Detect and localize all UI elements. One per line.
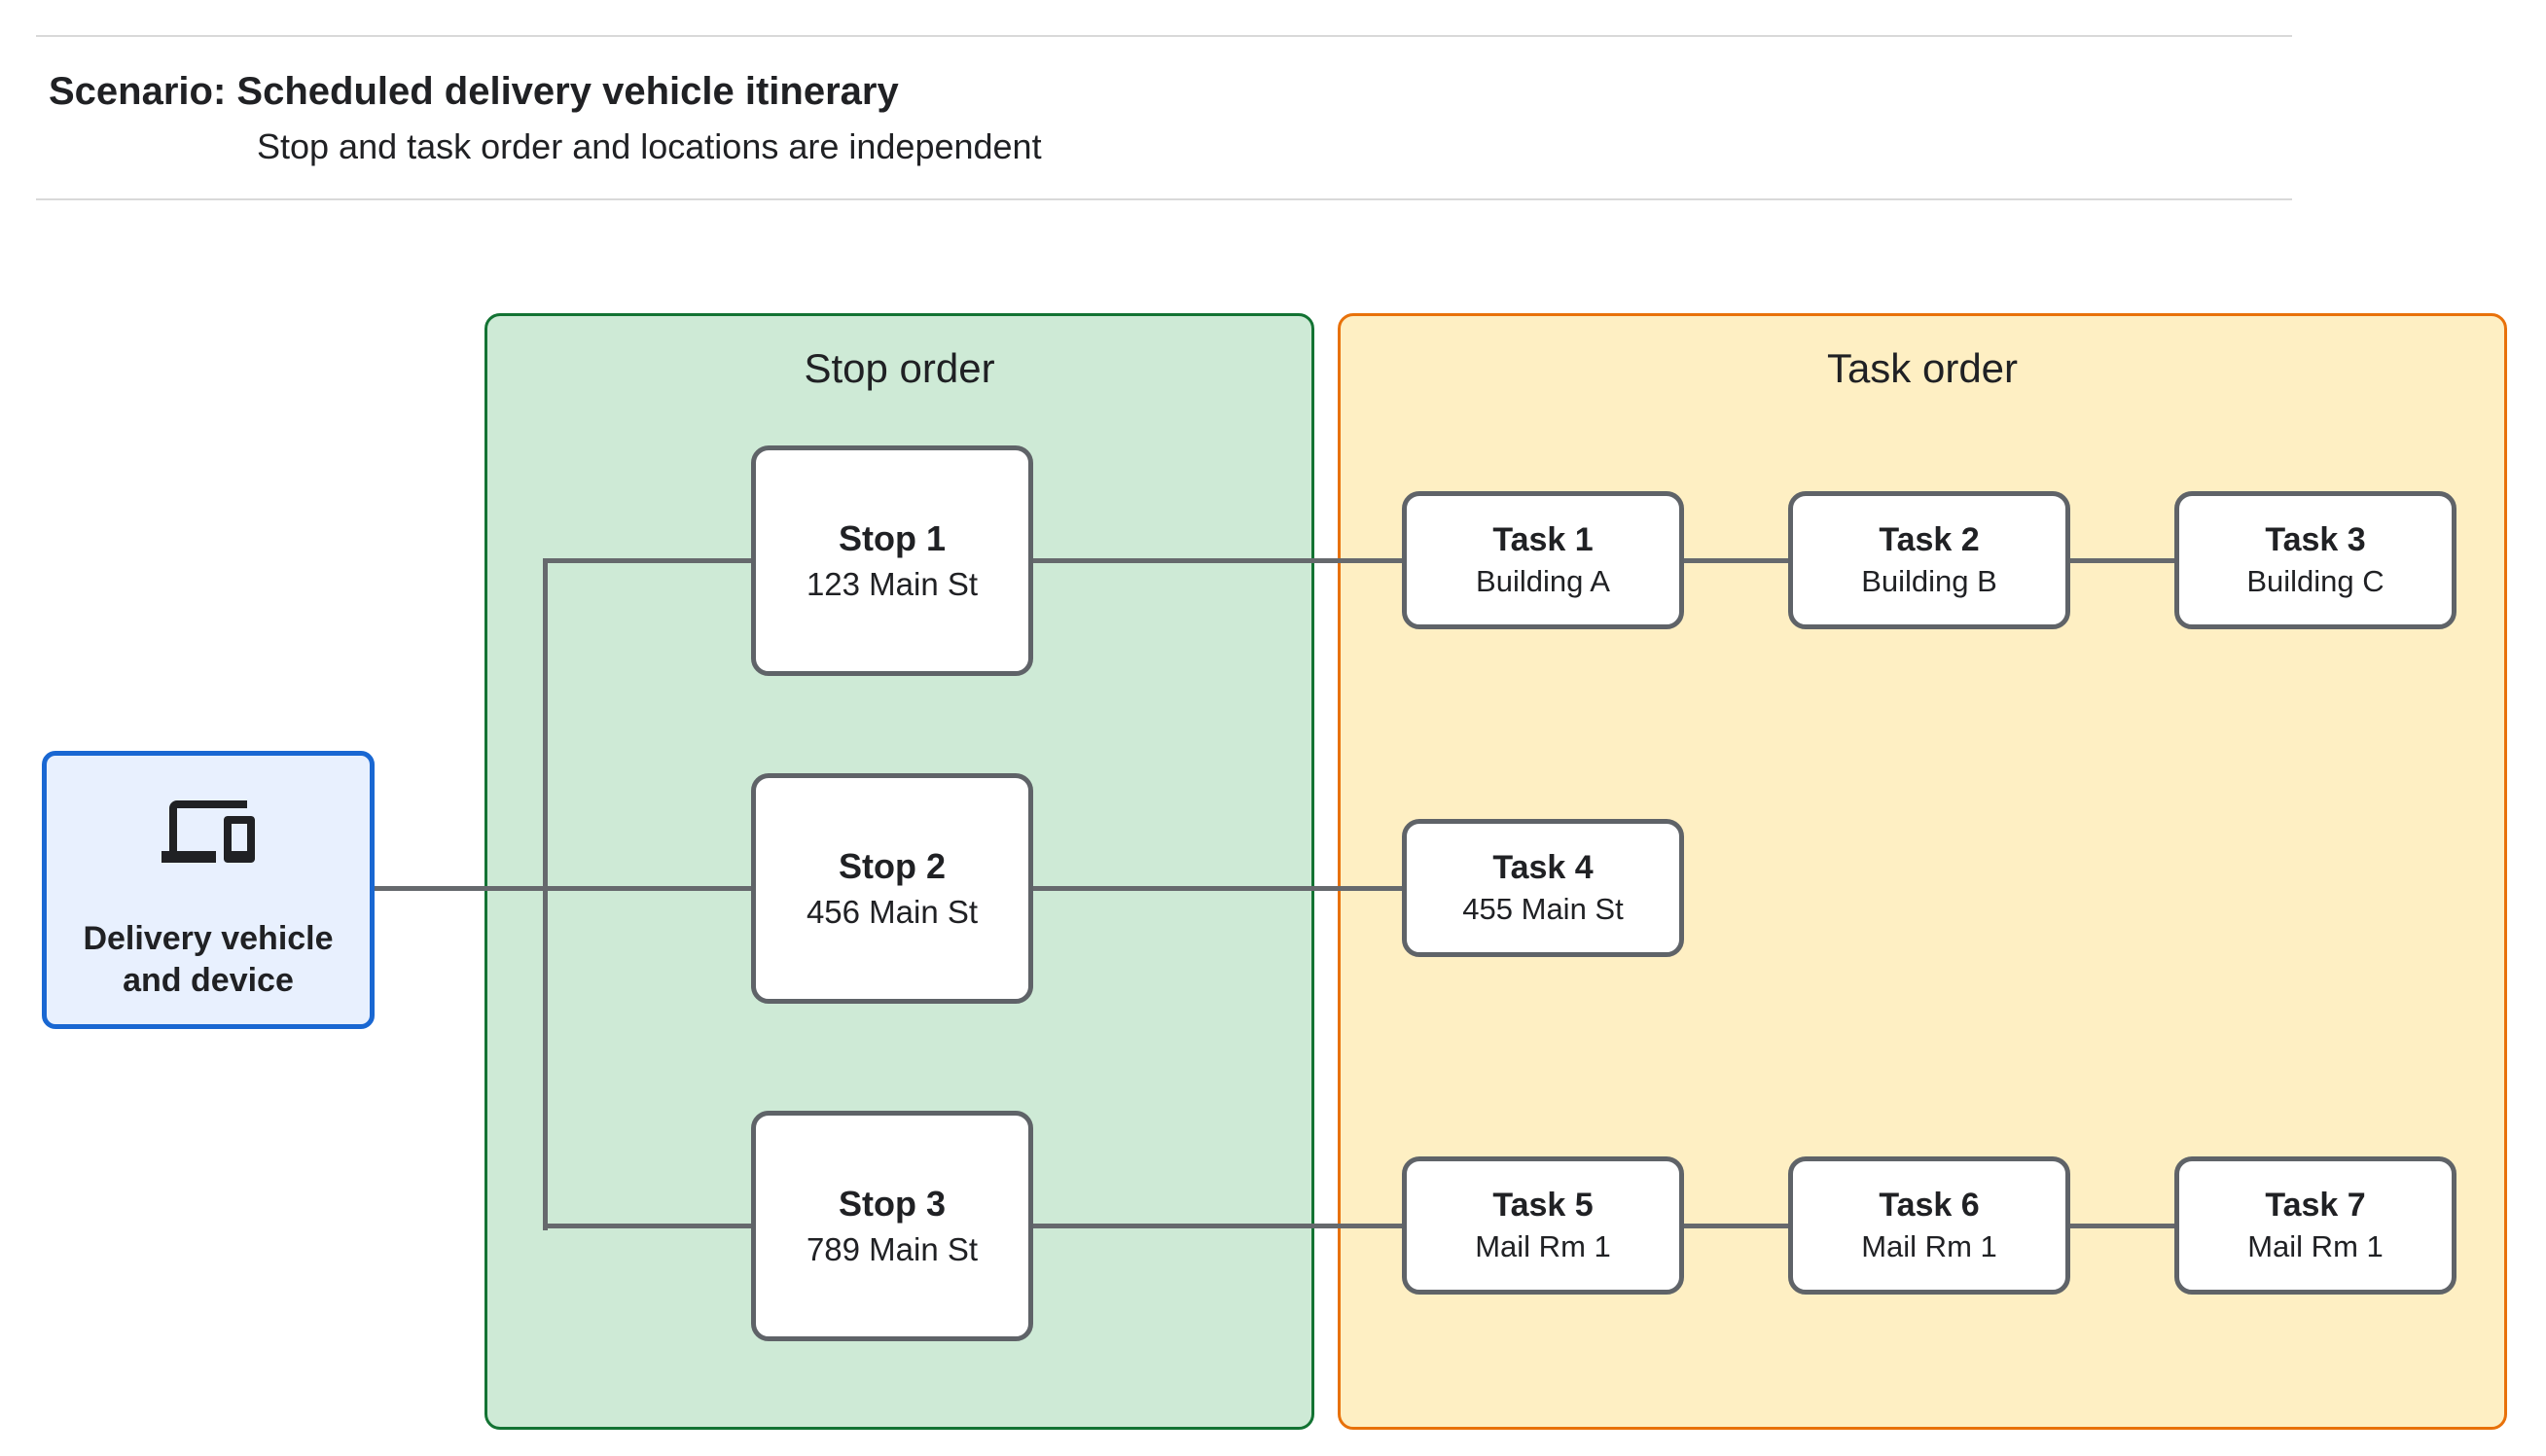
delivery-vehicle-label-line1: Delivery vehicle xyxy=(83,920,334,957)
connector-task1-task2 xyxy=(1684,558,1788,563)
stop-2-node: Stop 2 456 Main St xyxy=(751,773,1033,1004)
task-6-name: Task 6 xyxy=(1879,1187,1980,1225)
connector-trunk-stop3 xyxy=(543,1224,751,1228)
devices-icon xyxy=(161,800,255,863)
task-5-name: Task 5 xyxy=(1492,1187,1594,1225)
task-3-node: Task 3 Building C xyxy=(2174,491,2456,629)
task-2-name: Task 2 xyxy=(1879,521,1980,559)
connector-task2-task3 xyxy=(2070,558,2174,563)
task-6-node: Task 6 Mail Rm 1 xyxy=(1788,1156,2070,1295)
stop-3-name: Stop 3 xyxy=(838,1184,946,1225)
task-2-node: Task 2 Building B xyxy=(1788,491,2070,629)
connector-vehicle-stop2 xyxy=(375,886,751,891)
task-2-location: Building B xyxy=(1861,563,1997,598)
delivery-vehicle-label: Delivery vehicle and device xyxy=(47,918,370,1001)
task-7-node: Task 7 Mail Rm 1 xyxy=(2174,1156,2456,1295)
task-4-name: Task 4 xyxy=(1492,849,1594,887)
task-1-name: Task 1 xyxy=(1492,521,1594,559)
connector-stop2-task4 xyxy=(1033,886,1402,891)
connector-stop1-task1 xyxy=(1033,558,1402,563)
header-divider-top xyxy=(36,35,2292,37)
task-5-location: Mail Rm 1 xyxy=(1475,1228,1611,1263)
stop-1-name: Stop 1 xyxy=(838,518,946,559)
connector-task6-task7 xyxy=(2070,1224,2174,1228)
stop-order-panel-title: Stop order xyxy=(804,345,995,391)
task-5-node: Task 5 Mail Rm 1 xyxy=(1402,1156,1684,1295)
task-4-location: 455 Main St xyxy=(1462,891,1624,926)
connector-trunk-stop1 xyxy=(543,558,751,563)
task-3-name: Task 3 xyxy=(2265,521,2366,559)
task-1-location: Building A xyxy=(1476,563,1610,598)
stop-2-location: 456 Main St xyxy=(806,893,979,930)
connector-task5-task6 xyxy=(1684,1224,1788,1228)
delivery-vehicle-label-line2: and device xyxy=(123,961,294,999)
task-1-node: Task 1 Building A xyxy=(1402,491,1684,629)
stop-3-node: Stop 3 789 Main St xyxy=(751,1111,1033,1341)
task-7-name: Task 7 xyxy=(2265,1187,2366,1225)
task-3-location: Building C xyxy=(2246,563,2385,598)
page-title: Scenario: Scheduled delivery vehicle iti… xyxy=(49,70,899,113)
connector-stop3-task5 xyxy=(1033,1224,1402,1228)
page-subtitle: Stop and task order and locations are in… xyxy=(257,126,1042,166)
header-divider-bottom xyxy=(36,198,2292,200)
stop-1-node: Stop 1 123 Main St xyxy=(751,445,1033,676)
stop-2-name: Stop 2 xyxy=(838,846,946,887)
task-7-location: Mail Rm 1 xyxy=(2247,1228,2384,1263)
task-order-panel-title: Task order xyxy=(1826,345,2019,391)
task-4-node: Task 4 455 Main St xyxy=(1402,819,1684,957)
task-6-location: Mail Rm 1 xyxy=(1861,1228,1997,1263)
delivery-vehicle-node: Delivery vehicle and device xyxy=(42,751,375,1029)
stop-1-location: 123 Main St xyxy=(806,565,979,602)
connector-trunk xyxy=(543,558,548,1230)
stop-3-location: 789 Main St xyxy=(806,1230,979,1267)
